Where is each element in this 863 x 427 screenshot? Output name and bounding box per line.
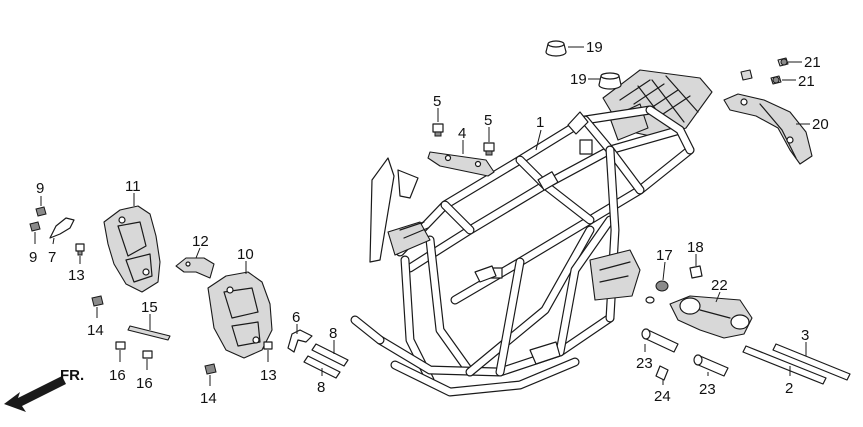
nut-17-top	[655, 280, 669, 292]
callout-9-top: 9	[36, 180, 44, 197]
callout-18: 18	[687, 239, 704, 256]
bolt-21-left	[740, 69, 753, 81]
rear-stay-bracket	[723, 93, 813, 165]
callout-21-top: 21	[804, 54, 821, 71]
bolt-21-top	[777, 57, 789, 67]
nut-17-bottom	[645, 296, 655, 304]
bracket-10	[207, 271, 273, 359]
callout-22: 22	[711, 277, 728, 294]
front-marker-label: FR.	[60, 367, 84, 384]
bolt-8-upper	[311, 343, 349, 367]
callout-5-right: 5	[484, 112, 492, 129]
callout-10: 10	[237, 246, 254, 263]
bushing-upper	[545, 40, 567, 57]
callout-19-upper: 19	[586, 39, 603, 56]
callout-20: 20	[812, 116, 829, 133]
callout-15: 15	[141, 299, 158, 316]
shaft-2	[742, 345, 827, 385]
bolt-21-bottom	[770, 75, 782, 85]
bolt-5-right	[483, 142, 495, 156]
clip-24	[655, 365, 669, 381]
callout-19-lower: 19	[570, 71, 587, 88]
shaft-3	[772, 343, 851, 381]
clip-6	[287, 329, 313, 353]
main-frame-body	[350, 69, 713, 397]
nut-9-top	[35, 206, 47, 217]
callout-12: 12	[192, 233, 209, 250]
callout-5-left: 5	[433, 93, 441, 110]
callout-7: 7	[48, 249, 56, 266]
collar-23-upper	[641, 328, 679, 353]
bracket-12	[175, 257, 215, 279]
stay-plate	[427, 151, 495, 177]
clip-7	[49, 217, 75, 239]
callout-16-right: 16	[136, 375, 153, 392]
nut-18	[689, 265, 703, 279]
bolt-13-left	[75, 243, 85, 256]
callout-9-bottom: 9	[29, 249, 37, 266]
callout-13-left: 13	[68, 267, 85, 284]
callout-23-upper: 23	[636, 355, 653, 372]
callout-13-right: 13	[260, 367, 277, 384]
callout-8-lower: 8	[317, 379, 325, 396]
callout-4: 4	[458, 125, 466, 142]
callout-17: 17	[656, 247, 673, 264]
nut-14-right	[204, 363, 217, 375]
engine-hanger-22	[669, 295, 753, 339]
callout-11: 11	[125, 178, 141, 195]
callout-1: 1	[536, 114, 544, 131]
callout-24: 24	[654, 388, 671, 405]
plate-15	[127, 325, 171, 341]
callout-3: 3	[801, 327, 809, 344]
bolt-5-left	[432, 123, 444, 137]
bolt-16-left	[115, 341, 126, 350]
callout-23-lower: 23	[699, 381, 716, 398]
bracket-11	[103, 205, 161, 293]
callout-8-upper: 8	[329, 325, 337, 342]
bolt-16-right	[142, 350, 153, 359]
callout-16-left: 16	[109, 367, 126, 384]
callout-21-bottom: 21	[798, 73, 815, 90]
callout-14-right: 14	[200, 390, 217, 407]
callout-2: 2	[785, 380, 793, 397]
bolt-13-right	[263, 341, 273, 350]
bushing-lower	[598, 72, 622, 90]
front-direction-arrow: FR.	[4, 367, 84, 412]
nut-14-left-top	[91, 295, 104, 307]
nut-9-bottom	[29, 221, 41, 232]
callouts: 1 2 3 4 5 5 7 8 8 9 9 10 11	[29, 39, 829, 407]
bolt-8-lower	[303, 355, 341, 379]
callout-14-left: 14	[87, 322, 104, 339]
callout-6: 6	[292, 309, 300, 326]
collar-23-lower	[693, 354, 729, 377]
